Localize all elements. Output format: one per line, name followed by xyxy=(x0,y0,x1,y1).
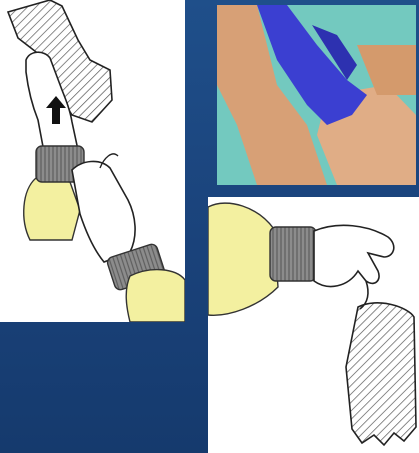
ribbed-cuff xyxy=(270,227,316,281)
glove-drop-illustration xyxy=(208,197,419,453)
glove-removal-photo xyxy=(217,5,416,185)
panel-photo xyxy=(217,5,416,185)
yellow-sleeve-left xyxy=(24,178,80,240)
glove-pull-illustration xyxy=(0,0,185,322)
panel-step-3-illustration xyxy=(208,197,419,453)
yellow-sleeve-right xyxy=(126,270,185,322)
hatched-glove-dropped xyxy=(346,303,416,445)
panel-step-1-illustration xyxy=(0,0,185,322)
bare-hand xyxy=(314,225,394,286)
bare-hand-right xyxy=(72,154,135,262)
yellow-sleeve xyxy=(208,203,278,315)
